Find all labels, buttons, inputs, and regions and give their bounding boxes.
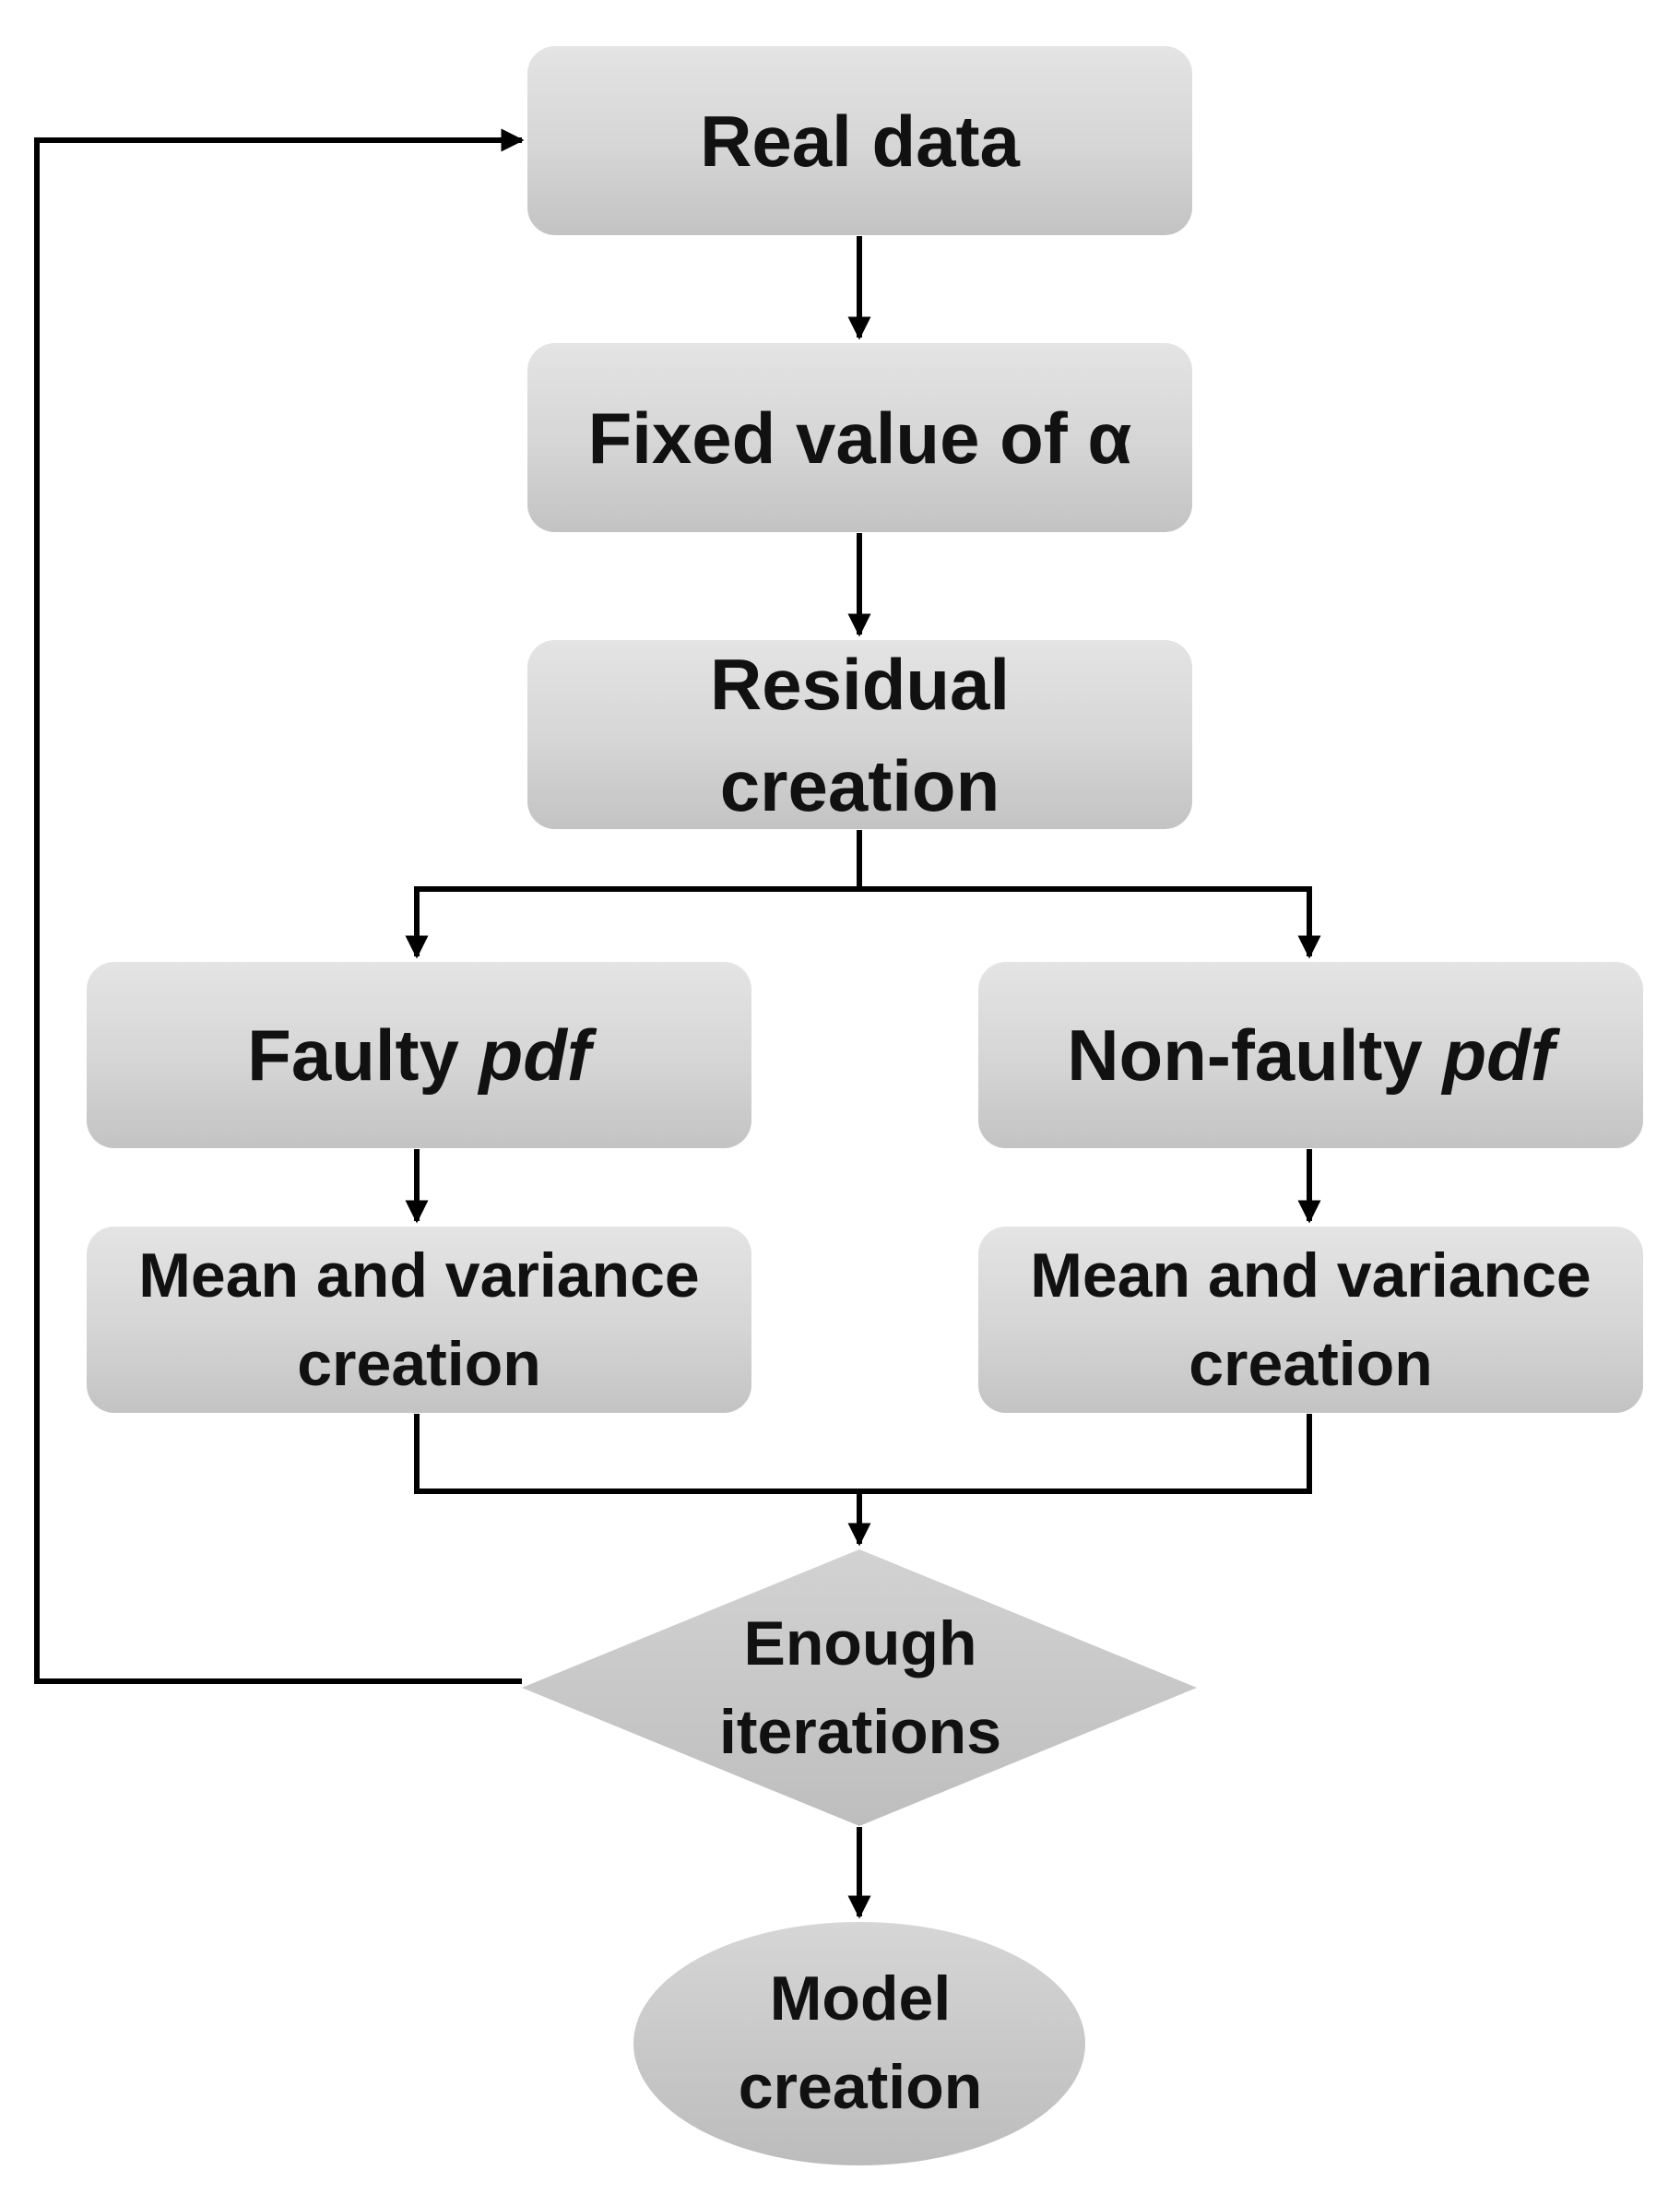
fixed-alpha-label: Fixed value of α (587, 397, 1132, 479)
nonfaulty-pdf-box: Non-faulty pdf (978, 962, 1643, 1148)
mean-variance-right-line2: creation (1189, 1329, 1433, 1399)
real-data-label: Real data (700, 100, 1020, 182)
fixed-alpha-box: Fixed value of α (527, 343, 1192, 532)
nonfaulty-prefix: Non-faulty (1067, 1014, 1443, 1096)
decision-line2: iterations (718, 1697, 1002, 1767)
residual-creation-box: Residual creation (527, 640, 1192, 829)
mean-variance-left-line1: Mean and variance (138, 1240, 700, 1311)
mean-variance-left-box: Mean and variance creation (87, 1227, 751, 1413)
model-line2: creation (738, 2052, 983, 2122)
residual-line2: creation (719, 744, 1000, 826)
model-ellipse (633, 1922, 1085, 2165)
connector-merge (414, 1414, 1312, 1494)
faulty-pdf-italic: pdf (479, 1014, 591, 1096)
model-label: Model creation (636, 1927, 1084, 2158)
faulty-pdf-box: Faulty pdf (87, 962, 751, 1148)
real-data-box: Real data (527, 46, 1192, 235)
mean-variance-left-line2: creation (297, 1329, 541, 1399)
mean-variance-right-box: Mean and variance creation (978, 1227, 1643, 1413)
mean-variance-right-line1: Mean and variance (1030, 1240, 1591, 1311)
model-line1: Model (769, 1963, 952, 2034)
residual-line1: Residual (709, 643, 1011, 725)
faulty-prefix: Faulty (247, 1014, 479, 1096)
decision-diamond (522, 1549, 1197, 1826)
decision-line1: Enough (743, 1608, 977, 1678)
faulty-pdf-label: Faulty pdf (247, 1004, 591, 1106)
nonfaulty-pdf-italic: pdf (1442, 1014, 1555, 1096)
decision-label: Enough iterations (590, 1595, 1130, 1780)
nonfaulty-pdf-label: Non-faulty pdf (1067, 1004, 1555, 1106)
arrow-loop-back (34, 128, 525, 1684)
